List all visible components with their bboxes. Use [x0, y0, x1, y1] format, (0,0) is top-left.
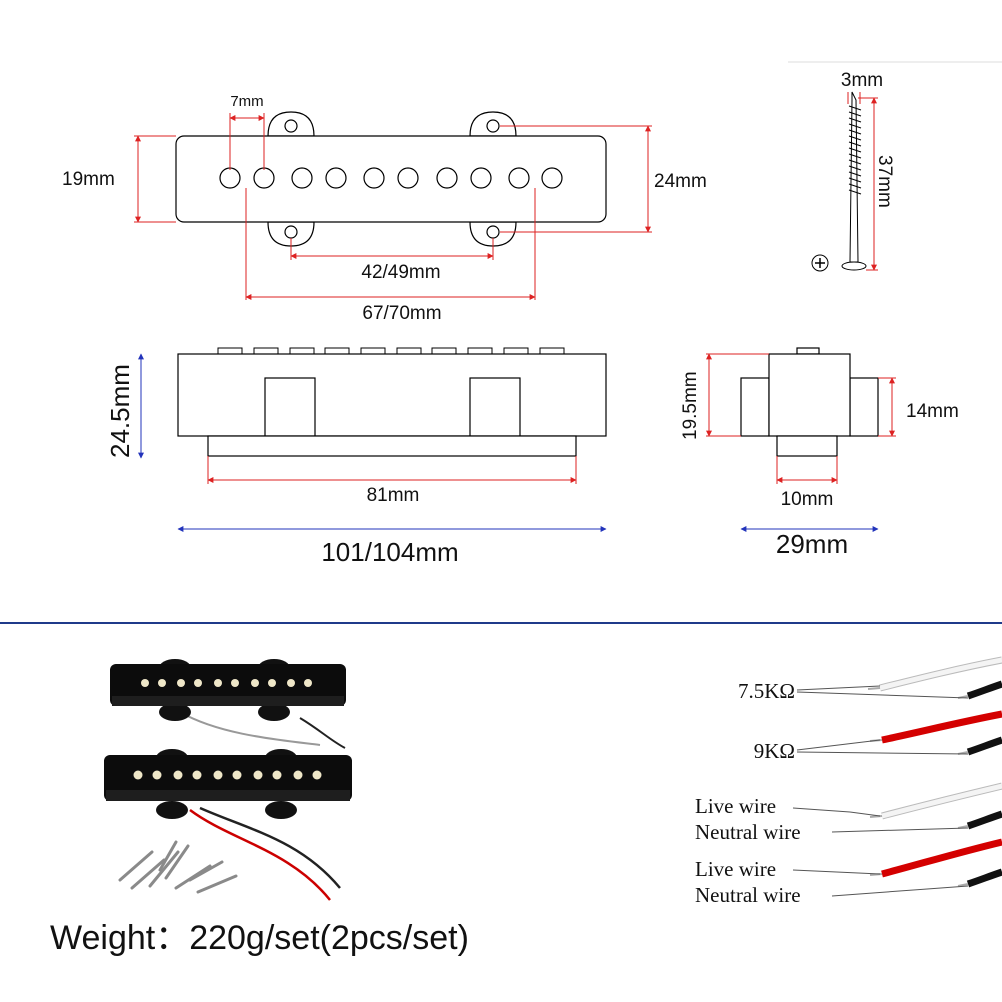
pole-piece: [397, 167, 419, 189]
pole-pieces: [219, 167, 563, 189]
dim-ear-span: 24mm: [654, 171, 707, 192]
mount-hole: [284, 119, 298, 133]
pickup-photo-2: [104, 749, 352, 819]
dim-outer-holes: 67/70mm: [362, 303, 441, 324]
dim-base-length: 81mm: [367, 485, 420, 506]
screw-drawing: 3mm 37mm: [788, 61, 1002, 272]
dim-end-height: 19.5mm: [680, 371, 701, 440]
pole-piece: [291, 167, 313, 189]
end-ear: [740, 377, 770, 437]
base-plate-side: [207, 435, 577, 457]
pole-piece: [363, 167, 385, 189]
pole-piece: [436, 167, 458, 189]
dim-pole-spacing: 7mm: [230, 93, 263, 110]
pole-piece: [219, 167, 241, 189]
dim-screw-length: 37mm: [874, 155, 895, 208]
neutral-wire-label-1: Neutral wire: [695, 820, 801, 844]
pickup-photo-1: [110, 659, 346, 721]
product-photo: [104, 659, 352, 901]
end-view: 19.5mm 14mm 10mm 29mm: [680, 347, 959, 559]
dim-height-top: 19mm: [62, 169, 115, 190]
mount-hole: [486, 119, 500, 133]
wiring-legend: 7.5KΩ 9KΩ Live wire Neutral wire Live wi…: [695, 656, 1002, 907]
dim-inner-holes: 42/49mm: [361, 262, 440, 283]
pole-piece: [325, 167, 347, 189]
top-view: 7mm 19mm 24mm 42/49mm 67/70mm: [62, 93, 707, 324]
mount-hole: [486, 225, 500, 239]
dim-ear-height: 14mm: [906, 401, 959, 422]
ear-side: [469, 377, 521, 437]
live-wire-label-1: Live wire: [695, 794, 776, 818]
neutral-wire-label-2: Neutral wire: [695, 883, 801, 907]
pole-piece: [470, 167, 492, 189]
pole-piece: [253, 167, 275, 189]
mount-hole: [284, 225, 298, 239]
dim-foot-width: 10mm: [781, 489, 834, 510]
pole-piece: [508, 167, 530, 189]
pickup-body-side: [177, 353, 607, 437]
weight-label: Weight：220g/set(2pcs/set): [50, 919, 469, 957]
end-body: [768, 353, 851, 437]
dim-end-width: 29mm: [776, 529, 848, 559]
side-view: 24.5mm 81mm 101/104mm: [105, 347, 607, 567]
live-wire-label-2: Live wire: [695, 857, 776, 881]
ear-side: [264, 377, 316, 437]
end-ear: [849, 377, 879, 437]
dim-height-side: 24.5mm: [105, 364, 135, 458]
pole-piece: [541, 167, 563, 189]
screws-photo: [118, 840, 238, 894]
pickup-body-top: [175, 135, 607, 223]
end-foot: [776, 435, 838, 457]
dim-total-length: 101/104mm: [321, 537, 458, 567]
resistance-label-2: 9KΩ: [754, 739, 795, 763]
resistance-label-1: 7.5KΩ: [738, 679, 795, 703]
dim-screw-diameter: 3mm: [841, 70, 883, 91]
